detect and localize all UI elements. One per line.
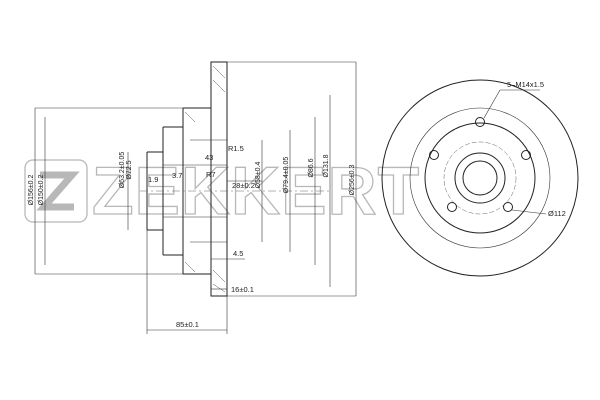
pcd-label: Ø112 [548,209,566,218]
dim-hub-width: 43 [205,153,213,162]
dim-outer-left2: Ø150±0.2 [38,175,45,206]
dim-step: 3.7 [172,171,182,180]
dim-total: 85±0.1 [176,320,199,329]
center-bore-outer [454,152,506,204]
dim-bearing1: Ø63.2±0.05 [119,152,126,189]
dim-radius2: R7 [206,170,216,179]
dim-inner-face: Ø131.8 [323,154,330,177]
front-disc-view: 5–M14x1.5 Ø112 [381,79,579,277]
bolt-label: 5–M14x1.5 [507,80,544,89]
side-section-view: Ø156±0.2 Ø150±0.2 Ø63.2±0.05 Ø72.5 1.9 3… [28,61,357,334]
dim-hat: Ø86.6 [308,158,315,177]
logo-z-mark [36,171,80,211]
section-hatching [184,65,226,293]
dim-outer-left: Ø156±0.2 [28,175,35,206]
dim-inner-bore: Ø58±0.4 [255,161,262,188]
pcd-circle [443,141,517,215]
pcd-leader [511,209,547,215]
logo-z-box [24,159,88,223]
disc-outer-edge [381,79,579,277]
dim-radius: R1.5 [228,144,244,153]
dim-depth: 28±0.2 [232,181,255,190]
dim-thickness: 16±0.1 [231,285,254,294]
dim-outer-dia: Ø256±0.3 [349,165,356,196]
bolt-hole-4 [447,202,457,212]
disc-inner-ring [409,107,551,249]
friction-ring [210,61,228,297]
center-bore-inner [462,160,498,196]
bolt-leader [483,89,501,119]
bolt-hole-3 [503,202,513,212]
dim-pcd-bore: Ø79.4±0.05 [283,157,290,194]
bolt-hole-1 [475,117,485,127]
dim-gap: 4.5 [233,249,243,258]
dim-chamfer: 1.9 [148,175,158,184]
dim-bearing2: Ø72.5 [126,160,133,179]
hat-outline [424,122,536,234]
bolt-hole-5 [429,150,439,160]
bolt-hole-2 [521,150,531,160]
